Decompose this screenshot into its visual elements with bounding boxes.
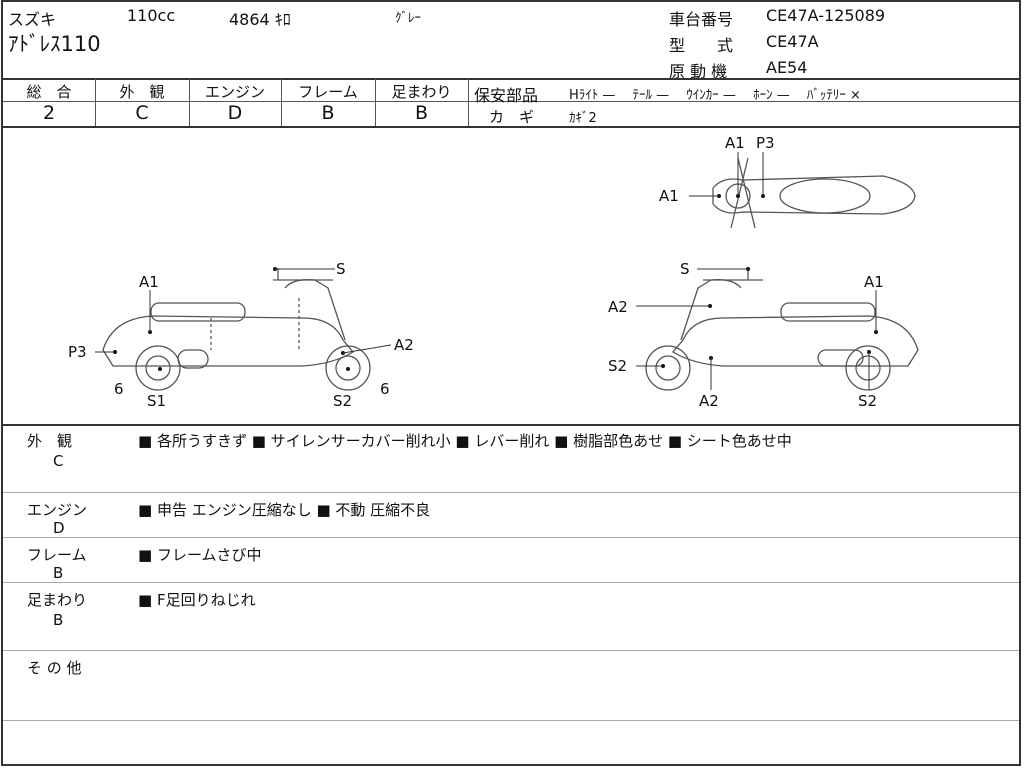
model-name: ｱﾄﾞﾚｽ110 [8, 32, 101, 56]
grade-label-exterior: 外 観 [119, 83, 165, 101]
divider [95, 78, 96, 126]
section-label: エンジン [27, 501, 88, 519]
damage-diagram: A1 P3 6 S1 S A2 6 S2 S A2 S2 A2 A1 S2 A1… [68, 134, 919, 410]
engine-label: 原 動 機 [669, 62, 728, 81]
divider [3, 720, 1019, 721]
label-right-s: S [680, 260, 690, 278]
color: ｸﾞﾚｰ [395, 11, 421, 26]
divider [3, 424, 1019, 426]
label-left-s2: S2 [333, 392, 352, 410]
chassis-label: 車台番号 [669, 10, 734, 29]
divider [3, 126, 1019, 128]
type-label: 型 式 [669, 36, 734, 55]
scooter-left-side [102, 268, 371, 391]
label-top-p3: P3 [756, 134, 775, 152]
section-text: ■ 各所うすきず ■ サイレンサーカバー削れ小 ■ レバー削れ ■ 樹脂部色あせ… [138, 432, 792, 450]
section-label: そ の 他 [27, 659, 82, 677]
marker-leaders [95, 152, 877, 390]
label-top-a1: A1 [725, 134, 745, 152]
label-left-6-front: 6 [114, 380, 124, 398]
label-left-a1: A1 [139, 273, 159, 291]
label-right-a1: A1 [864, 273, 884, 291]
divider [3, 78, 1019, 80]
section-text: ■ F足回りねじれ [138, 591, 256, 609]
divider [189, 78, 190, 126]
scooter-top-view [712, 157, 916, 229]
section-text: ■ 申告 エンジン圧縮なし ■ 不動 圧縮不良 [138, 501, 431, 519]
key-value: ｶｷﾞ2 [569, 111, 597, 126]
divider [468, 78, 469, 126]
safety-label: 保安部品 [474, 86, 539, 105]
section-grade: B [53, 564, 64, 582]
mileage: 4864 ｷﾛ [229, 10, 291, 29]
scooter-right-side [645, 268, 919, 391]
section-grade: D [53, 519, 65, 537]
section-label: 外 観 [27, 432, 73, 450]
divider [3, 650, 1019, 651]
label-left-p3: P3 [68, 343, 87, 361]
section-label: フレーム [27, 546, 87, 564]
divider [375, 78, 376, 126]
label-left-s: S [336, 260, 346, 278]
section-text: ■ フレームさび中 [138, 546, 262, 564]
divider [3, 537, 1019, 538]
engine-value: AE54 [766, 58, 808, 77]
grade-frame: B [321, 102, 335, 124]
safety-items: Hﾗｲﾄ — ﾃｰﾙ — ｳｲﾝｶｰ — ﾎｰﾝ — ﾊﾞｯﾃﾘｰ × [569, 88, 861, 103]
section-label: 足まわり [27, 591, 88, 609]
key-label: カ ギ [489, 108, 535, 126]
label-right-a2-lower: A2 [699, 392, 719, 410]
grade-suspension: B [414, 102, 429, 124]
grade-label-overall: 総 合 [26, 83, 72, 101]
grade-exterior: C [135, 102, 149, 124]
type-value: CE47A [766, 32, 819, 51]
grade-label-engine: エンジン [204, 83, 265, 101]
maker: スズキ [8, 10, 57, 29]
grade-overall: 2 [42, 102, 56, 124]
divider [3, 492, 1019, 493]
label-top-a1-side: A1 [659, 187, 679, 205]
grade-label-suspension: 足まわり [391, 83, 452, 101]
label-right-s2-rear: S2 [858, 392, 877, 410]
label-right-s2: S2 [608, 357, 627, 375]
grade-label-frame: フレーム [298, 83, 358, 101]
divider [3, 101, 1019, 102]
chassis-value: CE47A-125089 [766, 6, 886, 25]
divider [3, 582, 1019, 583]
damage-markers [113, 194, 878, 371]
section-grade: B [53, 611, 64, 629]
grade-engine: D [227, 102, 243, 124]
label-right-a2: A2 [608, 298, 628, 316]
displacement: 110cc [127, 6, 176, 25]
divider [281, 78, 282, 126]
label-left-s1: S1 [147, 392, 166, 410]
section-grade: C [53, 452, 64, 470]
label-left-a2: A2 [394, 336, 414, 354]
label-left-6-rear: 6 [380, 380, 390, 398]
